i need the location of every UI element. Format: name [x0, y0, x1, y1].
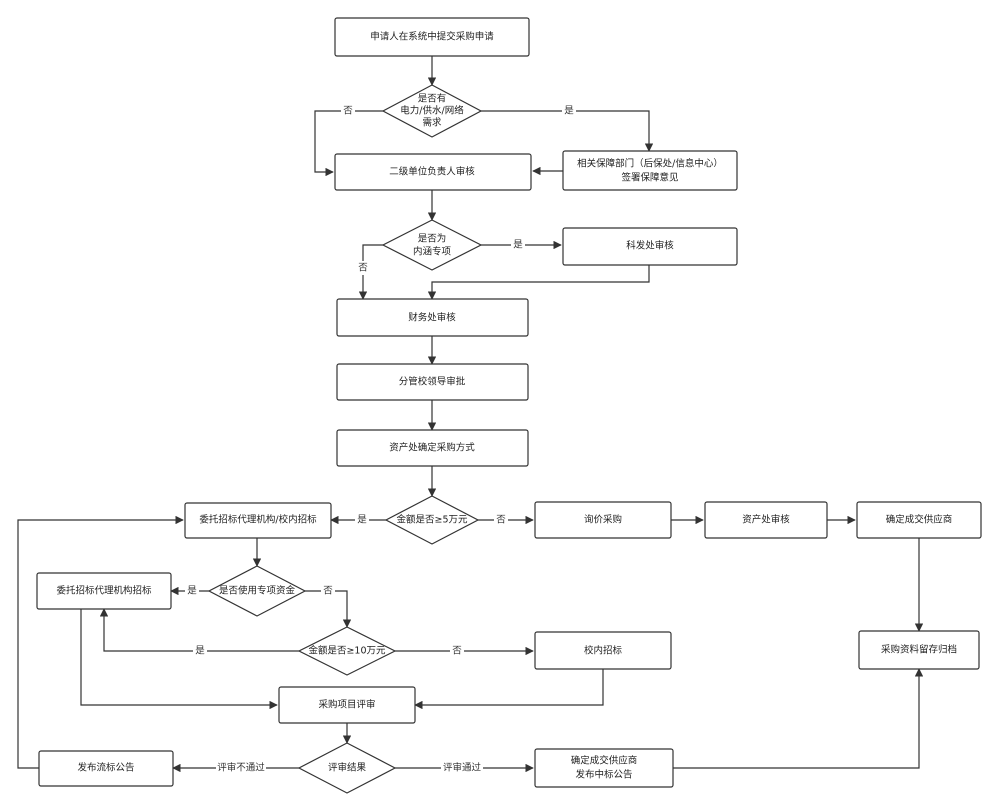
node-inquiry-purchase: 询价采购 [534, 501, 672, 539]
svg-text:金额是否≥5万元: 金额是否≥5万元 [396, 514, 468, 526]
label-amount10-yes: 是 [195, 646, 205, 657]
node-project-review: 采购项目评审 [278, 686, 416, 724]
label-inner-no: 否 [358, 263, 368, 274]
edge-inner-no [358, 244, 383, 300]
svg-text:科发处审核: 科发处审核 [626, 240, 674, 252]
label-inner-yes: 是 [513, 240, 523, 251]
svg-text:需求: 需求 [422, 117, 442, 129]
node-support-department: 相关保障部门（后保处/信息中心） 签署保障意见 [562, 150, 738, 191]
svg-text:评审结果: 评审结果 [328, 762, 367, 774]
edge-campus-to-review [414, 669, 604, 710]
svg-text:询价采购: 询价采购 [584, 514, 622, 526]
node-asset-office-review: 资产处审核 [704, 501, 828, 539]
svg-text:签署保障意见: 签署保障意见 [621, 172, 678, 184]
svg-text:委托招标代理机构/校内招标: 委托招标代理机构/校内招标 [199, 514, 317, 526]
svg-text:委托招标代理机构招标: 委托招标代理机构招标 [56, 585, 152, 597]
svg-text:分管校领导审批: 分管校领导审批 [399, 376, 466, 388]
node-archive-materials: 采购资料留存归档 [858, 630, 980, 670]
edge-winner-to-archive [673, 668, 924, 769]
svg-text:是否使用专项资金: 是否使用专项资金 [219, 585, 296, 597]
edge-keyan-to-finance [427, 265, 650, 300]
svg-text:电力/供水/网络: 电力/供水/网络 [400, 105, 464, 117]
svg-text:二级单位负责人审核: 二级单位负责人审核 [389, 166, 475, 178]
node-research-office-review: 科发处审核 [562, 227, 738, 266]
edge-amount10-yes [99, 608, 299, 652]
decision-inner-special: 是否为 内涵专项 [381, 219, 483, 271]
edge-agency-to-review [80, 609, 278, 710]
decision-amount-10w: 金额是否≥10万元 [297, 626, 397, 676]
svg-text:确定成交供应商: 确定成交供应商 [886, 514, 953, 526]
svg-text:申请人在系统中提交采购申请: 申请人在系统中提交采购申请 [370, 31, 494, 43]
label-utility-no: 否 [343, 106, 353, 117]
decision-utility-need: 是否有 电力/供水/网络 需求 [381, 84, 483, 138]
label-result-pass: 评审通过 [443, 762, 482, 774]
svg-text:内涵专项: 内涵专项 [413, 246, 452, 258]
label-amount5-no: 否 [496, 515, 506, 526]
node-submit-application: 申请人在系统中提交采购申请 [334, 17, 530, 57]
node-agency-tender: 委托招标代理机构招标 [36, 572, 172, 610]
node-entrust-or-campus: 委托招标代理机构/校内招标 [184, 502, 332, 539]
decision-review-result: 评审结果 [297, 742, 397, 794]
edge-labels: 否 是 是 否 是 否 是 否 是 否 评审不通过 评审通过 [185, 104, 576, 775]
label-utility-yes: 是 [564, 106, 574, 117]
svg-text:金额是否≥10万元: 金额是否≥10万元 [308, 645, 386, 657]
svg-text:资产处确定采购方式: 资产处确定采购方式 [389, 442, 475, 454]
svg-text:是否为: 是否为 [418, 233, 447, 245]
svg-text:发布中标公告: 发布中标公告 [575, 769, 632, 781]
decision-amount-5w: 金额是否≥5万元 [384, 495, 480, 545]
nodes: 申请人在系统中提交采购申请 是否有 电力/供水/网络 需求 相关保障部门（后保处… [36, 17, 982, 794]
label-amount10-no: 否 [452, 646, 462, 657]
label-result-fail: 评审不通过 [217, 762, 265, 774]
edge-utility-yes [481, 110, 654, 152]
svg-text:校内招标: 校内招标 [584, 645, 623, 657]
svg-text:是否有: 是否有 [418, 93, 447, 105]
node-unit-head-review: 二级单位负责人审核 [334, 153, 532, 191]
svg-text:发布流标公告: 发布流标公告 [77, 762, 134, 774]
node-asset-office-method: 资产处确定采购方式 [336, 429, 529, 467]
svg-text:财务处审核: 财务处审核 [408, 312, 456, 324]
label-special-yes: 是 [187, 586, 197, 597]
label-amount5-yes: 是 [357, 515, 367, 526]
svg-text:相关保障部门（后保处/信息中心）: 相关保障部门（后保处/信息中心） [577, 158, 723, 170]
svg-text:资产处审核: 资产处审核 [742, 514, 790, 526]
svg-text:采购项目评审: 采购项目评审 [318, 699, 375, 711]
svg-text:确定成交供应商: 确定成交供应商 [571, 755, 638, 767]
node-winner-notice: 确定成交供应商 发布中标公告 [534, 748, 674, 788]
node-leader-approval: 分管校领导审批 [336, 363, 529, 401]
edge-special-no [305, 590, 352, 628]
edge-fail-to-entrust [17, 515, 184, 769]
node-campus-tender: 校内招标 [534, 631, 672, 670]
node-finance-review: 财务处审核 [336, 298, 529, 337]
decision-special-funds: 是否使用专项资金 [207, 565, 307, 617]
node-failed-bid-notice: 发布流标公告 [38, 750, 174, 787]
svg-text:采购资料留存归档: 采购资料留存归档 [881, 644, 957, 656]
node-confirm-supplier: 确定成交供应商 [856, 501, 982, 539]
label-special-no: 否 [323, 586, 333, 597]
